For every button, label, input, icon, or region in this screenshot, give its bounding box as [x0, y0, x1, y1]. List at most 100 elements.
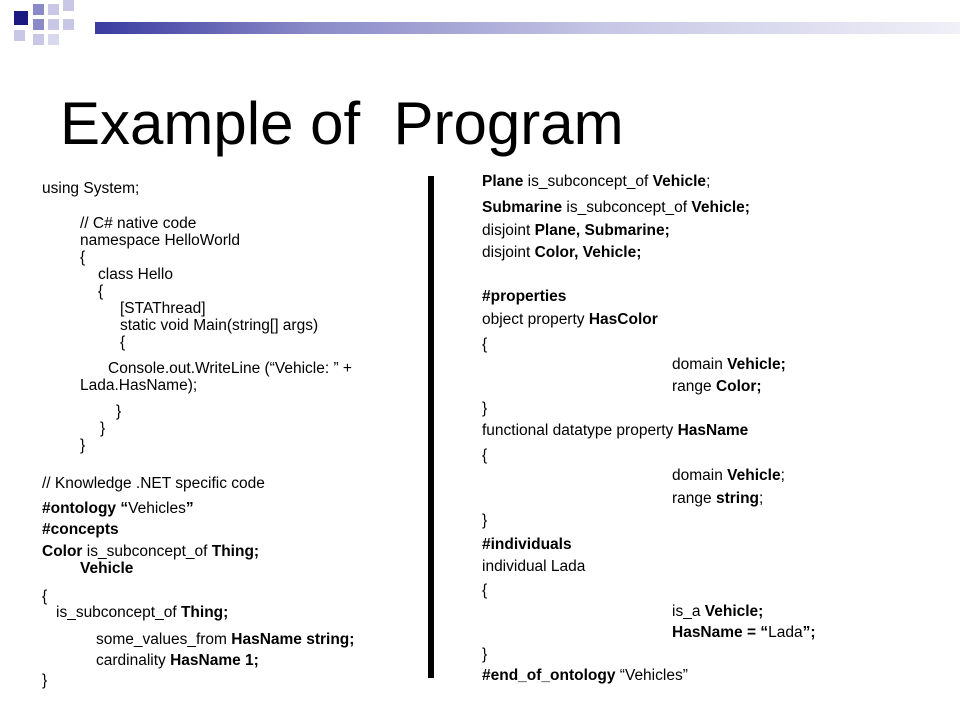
right-token: HasName: [677, 422, 749, 439]
left-line: static void Main(string[] args): [120, 317, 318, 334]
right-token: functional datatype property: [482, 422, 678, 439]
left-line: {: [42, 588, 47, 605]
right-line: Submarine is_subconcept_of Vehicle;: [482, 199, 750, 216]
right-token: string: [715, 490, 760, 507]
decor-square: [48, 4, 59, 15]
right-token: #individuals: [482, 536, 572, 553]
left-token: static void Main(string[] args): [120, 317, 319, 334]
left-token: namespace HelloWorld: [80, 232, 240, 249]
left-line: {: [120, 334, 125, 351]
left-line: some_values_from HasName string;: [96, 631, 354, 648]
left-token: Color: [42, 543, 87, 560]
left-token: ”: [185, 500, 194, 517]
left-token: some_values_from: [96, 631, 232, 648]
left-line: // Knowledge .NET specific code: [42, 475, 265, 492]
right-token: HasName =: [672, 624, 761, 641]
left-token: ;: [135, 180, 140, 197]
right-token: Submarine: [482, 199, 567, 216]
right-line: HasName = “Lada”;: [672, 624, 815, 641]
right-line: #properties: [482, 288, 566, 305]
left-token: is_subconcept_of: [56, 604, 181, 621]
left-line: }: [80, 437, 85, 454]
right-token: domain: [672, 356, 728, 373]
right-line: Plane is_subconcept_of Vehicle;: [482, 173, 710, 190]
right-token: {: [482, 582, 488, 599]
left-token: Thing;: [211, 543, 260, 560]
right-line: disjoint Plane, Submarine;: [482, 222, 670, 239]
left-token: HasName 1;: [170, 652, 259, 669]
left-token: {: [42, 588, 48, 605]
left-line: {: [98, 283, 103, 300]
left-token: #concepts: [42, 521, 119, 538]
left-token: // C# native code: [80, 215, 197, 232]
left-line: Console.out.WriteLine (“Vehicle: ” +: [108, 360, 352, 377]
left-line: namespace HelloWorld: [80, 232, 240, 249]
right-token: ”: [802, 624, 811, 641]
right-token: object property: [482, 311, 589, 328]
left-token: is_subconcept_of: [86, 543, 212, 560]
left-line: Vehicle: [80, 560, 133, 577]
left-line: using System;: [42, 180, 139, 197]
left-token: }: [116, 403, 122, 420]
right-token: }: [482, 512, 488, 529]
left-token: }: [42, 672, 48, 689]
right-token: is_subconcept_of: [527, 173, 653, 190]
right-token: #end_of_ontology: [482, 667, 620, 684]
right-token: range: [672, 378, 716, 395]
right-line: #end_of_ontology “Vehicles”: [482, 667, 688, 684]
left-token: Thing;: [180, 604, 229, 621]
right-line: #individuals: [482, 536, 572, 553]
right-line: range string;: [672, 490, 763, 507]
right-token: Vehicle;: [691, 199, 750, 216]
right-line: range Color;: [672, 378, 762, 395]
column-divider: [428, 176, 434, 678]
left-line: Color is_subconcept_of Thing;: [42, 543, 259, 560]
decor-square: [33, 4, 44, 15]
right-line: {: [482, 336, 487, 353]
left-line: {: [80, 249, 85, 266]
decor-square: [48, 34, 59, 45]
decor-square: [33, 34, 44, 45]
slide-title: Example of Program: [60, 90, 624, 157]
right-line: functional datatype property HasName: [482, 422, 748, 439]
right-line: }: [482, 512, 487, 529]
right-token: Vehicle;: [704, 603, 764, 620]
left-token: HasName string;: [231, 631, 355, 648]
right-token: disjoint: [482, 222, 535, 239]
right-token: Vehicle: [652, 173, 707, 190]
right-token: }: [482, 646, 488, 663]
right-token: “: [760, 624, 769, 641]
left-line: // C# native code: [80, 215, 196, 232]
right-line: domain Vehicle;: [672, 467, 785, 484]
right-token: domain: [672, 467, 728, 484]
right-token: range: [672, 490, 716, 507]
decor-square: [63, 0, 74, 11]
right-line: {: [482, 447, 487, 464]
left-line: Lada.HasName);: [80, 377, 197, 394]
decor-square: [48, 19, 59, 30]
left-token: {: [120, 334, 126, 351]
left-line: class Hello: [98, 266, 173, 283]
decor-square: [33, 19, 44, 30]
left-token: }: [80, 437, 86, 454]
left-token: “: [120, 500, 129, 517]
left-line: #ontology “Vehicles”: [42, 500, 194, 517]
right-token: ;: [706, 173, 711, 190]
right-line: individual Lada: [482, 558, 585, 575]
left-line: #concepts: [42, 521, 119, 538]
right-line: disjoint Color, Vehicle;: [482, 244, 641, 261]
decor-square-dark: [14, 11, 28, 25]
right-line: is_a Vehicle;: [672, 603, 763, 620]
right-token: }: [482, 400, 488, 417]
right-token: is_subconcept_of: [566, 199, 692, 216]
left-token: Lada.HasName);: [80, 377, 198, 394]
right-token: {: [482, 447, 488, 464]
left-line: }: [100, 420, 105, 437]
left-token: {: [98, 283, 104, 300]
right-token: is_a: [672, 603, 705, 620]
left-token: Vehicle: [80, 560, 134, 577]
right-token: #properties: [482, 288, 567, 305]
right-line: object property HasColor: [482, 311, 658, 328]
right-token: Color, Vehicle;: [534, 244, 642, 261]
left-line: is_subconcept_of Thing;: [56, 604, 228, 621]
